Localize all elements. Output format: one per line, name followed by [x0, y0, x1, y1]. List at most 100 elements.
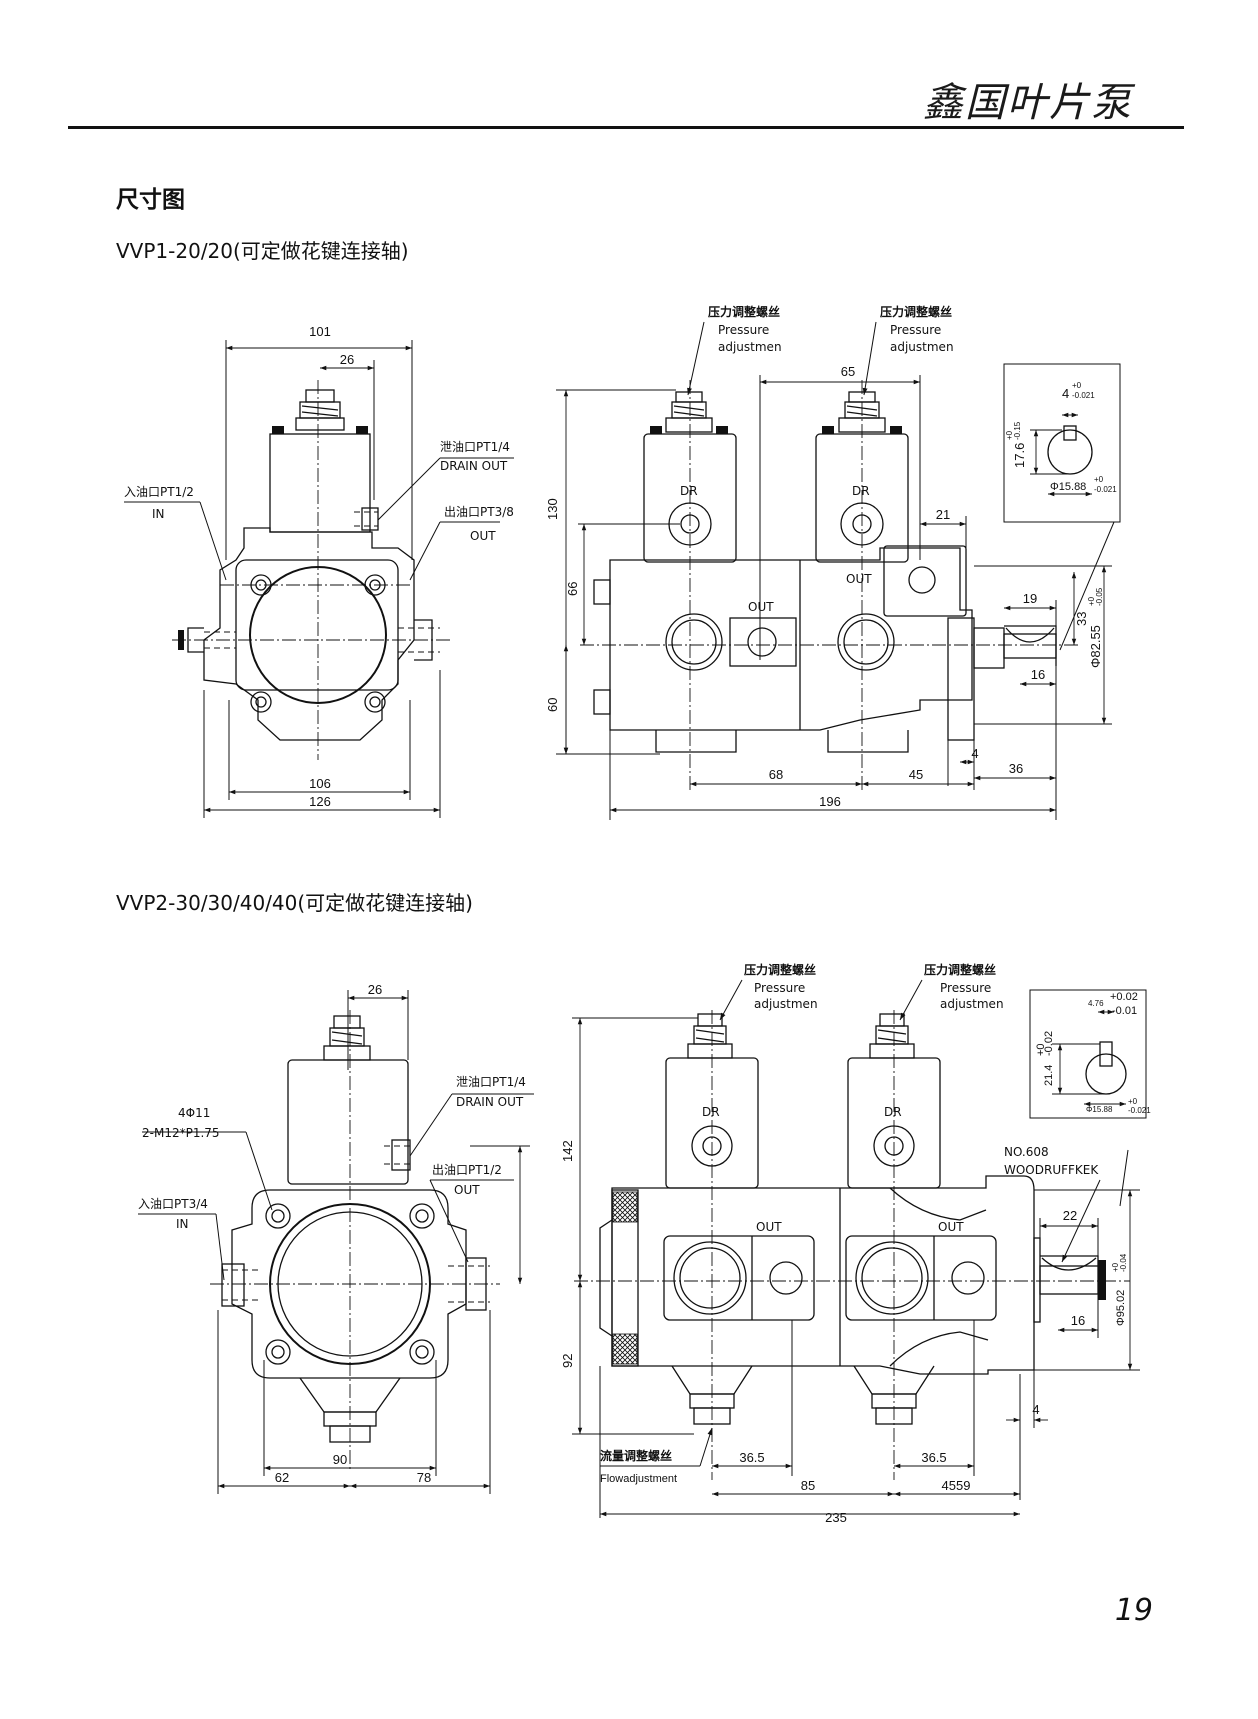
m2-pressure2-cn: 压力调整螺丝 [924, 962, 996, 977]
m2-front-dim-78: 78 [417, 1470, 431, 1485]
m1-label-out1: OUT [748, 600, 774, 614]
m2-pressure1-en2: adjustmen [754, 997, 818, 1011]
m1-dim-phi-up: +0 [1087, 596, 1096, 606]
m1-dim-phi-low: -0.05 [1095, 587, 1104, 606]
m1-front-dim-126: 126 [309, 794, 331, 809]
m1-shaft-h: 17.6 [1012, 443, 1027, 468]
m1-dim-33: 33 [1074, 612, 1089, 626]
m1-inlet-cn: 入油口PT1/2 [124, 485, 194, 499]
m1-pressure1-en1: Pressure [718, 323, 769, 337]
m2-label-out1: OUT [756, 1220, 782, 1234]
m1-dim-phi: Φ82.55 [1088, 625, 1103, 668]
m1-front-dim-26: 26 [340, 352, 354, 367]
m2-outlet-en: OUT [454, 1183, 480, 1197]
m1-dim-196: 196 [819, 794, 841, 809]
m1-dim-45: 45 [909, 767, 923, 782]
m1-label-dr1: DR [680, 484, 698, 498]
m1-dim-66: 66 [565, 582, 580, 596]
m2-shaft-w: 4.76 [1088, 999, 1104, 1008]
model1-caption: VVP1-20/20(可定做花键连接轴) [116, 239, 409, 263]
m1-dim-60: 60 [545, 698, 560, 712]
m2-dim-22: 22 [1063, 1208, 1077, 1223]
m1-pressure1-en2: adjustmen [718, 340, 782, 354]
m2-dim-16: 16 [1071, 1313, 1085, 1328]
brand-title: 鑫国叶片泵 [923, 80, 1133, 126]
m2-outlet-cn: 出油口PT1/2 [432, 1163, 502, 1177]
m1-dim-16: 16 [1031, 667, 1045, 682]
model1-front-view: 101 26 [124, 324, 514, 818]
m2-key-l2: WOODRUFFKEK [1004, 1163, 1099, 1177]
m2-inlet-cn: 入油口PT3/4 [138, 1197, 208, 1211]
m1-pressure2-en2: adjustmen [890, 340, 954, 354]
m1-dim-19: 19 [1023, 591, 1037, 606]
m1-dim-65: 65 [841, 364, 855, 379]
m1-drain-cn: 泄油口PT1/4 [440, 440, 510, 454]
m2-pressure1-en1: Pressure [754, 981, 805, 995]
m2-holes-l1: 4Φ11 [178, 1106, 210, 1120]
header-rule [68, 126, 1184, 129]
m1-shaft-h-low: -0.15 [1013, 421, 1022, 440]
m2-inlet-en: IN [176, 1217, 189, 1231]
m2-shaft-w-low: -0.01 [1112, 1005, 1137, 1017]
m2-shaft-d: Φ15.88 [1086, 1105, 1113, 1114]
m2-front-bolts [265, 1203, 435, 1365]
m2-dim-235: 235 [825, 1510, 847, 1525]
m2-shaft-w-up: +0.02 [1110, 991, 1138, 1003]
m2-dim-4: 4 [1032, 1402, 1039, 1417]
section-title: 尺寸图 [116, 187, 185, 213]
m1-shaft-h-up: +0 [1005, 430, 1014, 440]
m2-front-dim-26: 26 [368, 982, 382, 997]
m1-dim-21: 21 [936, 507, 950, 522]
m1-front-dim-101: 101 [309, 324, 331, 339]
m1-label-out2: OUT [846, 572, 872, 586]
m1-pressure2-cn: 压力调整螺丝 [880, 304, 952, 319]
m1-dim-130: 130 [545, 498, 560, 520]
m2-dim-92: 92 [560, 1354, 575, 1368]
m1-outlet-cn: 出油口PT3/8 [444, 505, 514, 519]
m2-dim-phi-low: -0.04 [1119, 1253, 1128, 1272]
m2-dim-4559: 4559 [942, 1478, 971, 1493]
m1-dim-36: 36 [1009, 761, 1023, 776]
m2-dim-36-5a: 36.5 [739, 1450, 764, 1465]
m2-shaft-h-up: +0 [1035, 1043, 1047, 1056]
m1-shaft-w-up: +0 [1072, 381, 1082, 390]
m1-front-dim-106: 106 [309, 776, 331, 791]
m2-front-dim-62: 62 [275, 1470, 289, 1485]
m2-dim-phi: Φ95.02 [1115, 1290, 1127, 1326]
m2-pressure1-cn: 压力调整螺丝 [744, 962, 816, 977]
m1-pressure1-cn: 压力调整螺丝 [708, 304, 780, 319]
m2-dim-phi-up: +0 [1111, 1262, 1120, 1272]
m2-label-out2: OUT [938, 1220, 964, 1234]
page-number: 19 [1114, 1593, 1153, 1628]
m1-drain-en: DRAIN OUT [440, 459, 508, 473]
m2-flow-en: Flowadjustment [600, 1473, 677, 1485]
m2-pressure2-en2: adjustmen [940, 997, 1004, 1011]
m1-shaft-d-low: -0.021 [1094, 485, 1117, 494]
m1-label-dr2: DR [852, 484, 870, 498]
m2-dim-142: 142 [560, 1140, 575, 1162]
m1-pressure2-en1: Pressure [890, 323, 941, 337]
model2-shaft-detail: 4.76 +0.02 -0.01 21.4 +0 -0.02 Φ15.88 +0… [1029, 989, 1151, 1119]
model2-front-view: 26 [138, 982, 534, 1494]
m2-label-dr2: DR [884, 1105, 902, 1119]
m2-front-dim-90: 90 [333, 1452, 347, 1467]
m1-inlet-en: IN [152, 507, 165, 521]
m2-holes-l2: 2-M12*P1.75 [142, 1126, 220, 1140]
m2-dim-85: 85 [801, 1478, 815, 1493]
m2-dim-36-5b: 36.5 [921, 1450, 946, 1465]
model2-caption: VVP2-30/30/40/40(可定做花键连接轴) [116, 891, 473, 915]
m1-shaft-d: Φ15.88 [1050, 481, 1086, 493]
m2-key-l1: NO.608 [1004, 1145, 1049, 1159]
m2-shaft-d-low: -0.021 [1128, 1106, 1151, 1115]
m2-pressure2-en1: Pressure [940, 981, 991, 995]
model1-side-view: 压力调整螺丝 Pressure adjustmen 压力调整螺丝 Pressur… [545, 304, 1115, 820]
m2-drain-en: DRAIN OUT [456, 1095, 524, 1109]
m2-shaft-d-up: +0 [1128, 1097, 1138, 1106]
m1-dim-4: 4 [971, 746, 978, 761]
m2-shaft-h: 21.4 [1043, 1065, 1055, 1086]
m1-shaft-w-low: -0.021 [1072, 391, 1095, 400]
m2-label-dr1: DR [702, 1105, 720, 1119]
m2-shaft-h-low: -0.02 [1043, 1031, 1055, 1056]
m1-shaft-w: 4 [1062, 386, 1069, 401]
